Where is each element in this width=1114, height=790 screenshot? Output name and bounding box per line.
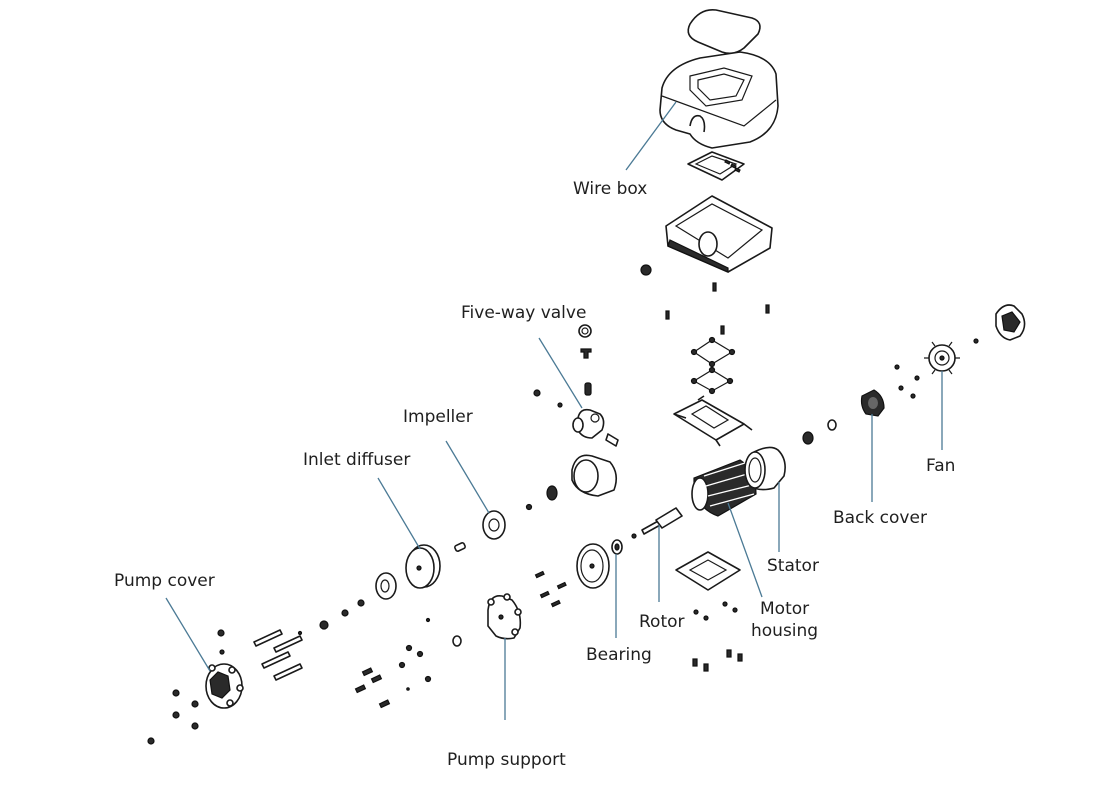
axis-nuts <box>319 599 365 630</box>
pump-cover-nuts <box>147 689 199 745</box>
rotor-part <box>641 507 683 535</box>
motor-screws <box>692 601 743 672</box>
back-cover-screws <box>894 364 920 399</box>
pump-body <box>571 454 618 497</box>
leader-inlet-diffuser <box>377 477 421 550</box>
wire-box-fasteners <box>640 264 770 335</box>
spring <box>546 485 558 501</box>
leader-impeller <box>445 440 490 514</box>
leader-wire-box <box>625 101 677 171</box>
label-inlet-diffuser: Inlet diffuser <box>303 450 410 470</box>
pump-cover-part <box>205 629 244 709</box>
fan-clip <box>973 338 979 344</box>
tie-rods <box>253 629 303 681</box>
label-bearing: Bearing <box>586 645 652 665</box>
label-motor-housing-line2: housing <box>751 621 818 641</box>
label-pump-cover: Pump cover <box>114 571 215 591</box>
fan-shroud-part <box>995 304 1026 341</box>
label-back-cover: Back cover <box>833 508 927 528</box>
washer <box>525 503 533 511</box>
label-motor-housing-line1: Motor <box>760 599 809 619</box>
five-way-valve-assembly <box>533 324 619 447</box>
label-impeller: Impeller <box>403 407 473 427</box>
label-pump-support: Pump support <box>447 750 566 770</box>
back-cover-part <box>860 389 885 417</box>
terminal-plate <box>675 551 741 591</box>
mounting-gasket-lower <box>690 366 734 395</box>
stator-part <box>744 446 786 491</box>
inlet-diffuser-part <box>405 544 441 589</box>
leader-five-way-valve <box>538 337 583 409</box>
label-fan: Fan <box>926 456 955 476</box>
leader-pump-cover <box>165 597 211 672</box>
motor-flange <box>576 543 610 589</box>
mounting-bracket <box>673 395 753 447</box>
bearing-part <box>611 539 623 555</box>
seal-ring <box>375 572 397 600</box>
label-five-way-valve: Five-way valve <box>461 303 586 323</box>
fan-part <box>924 341 960 375</box>
label-wire-box: Wire box <box>573 179 647 199</box>
shaft-sleeve <box>454 542 466 552</box>
wire-box-lid-gasket <box>687 8 761 55</box>
pump-support-part <box>487 593 522 640</box>
wire-box-cover <box>659 51 779 149</box>
leader-motor-housing <box>727 502 763 598</box>
mounting-gasket-upper <box>690 336 736 368</box>
impeller-part <box>482 510 506 540</box>
wire-box-base <box>665 195 773 273</box>
motor-housing-part <box>691 459 757 517</box>
label-stator: Stator <box>767 556 819 576</box>
shaft-washer <box>631 533 637 539</box>
lower-fasteners <box>297 570 567 709</box>
rear-bearing <box>802 419 837 445</box>
wire-box-circuit-board <box>687 151 745 181</box>
label-rotor: Rotor <box>639 612 685 632</box>
